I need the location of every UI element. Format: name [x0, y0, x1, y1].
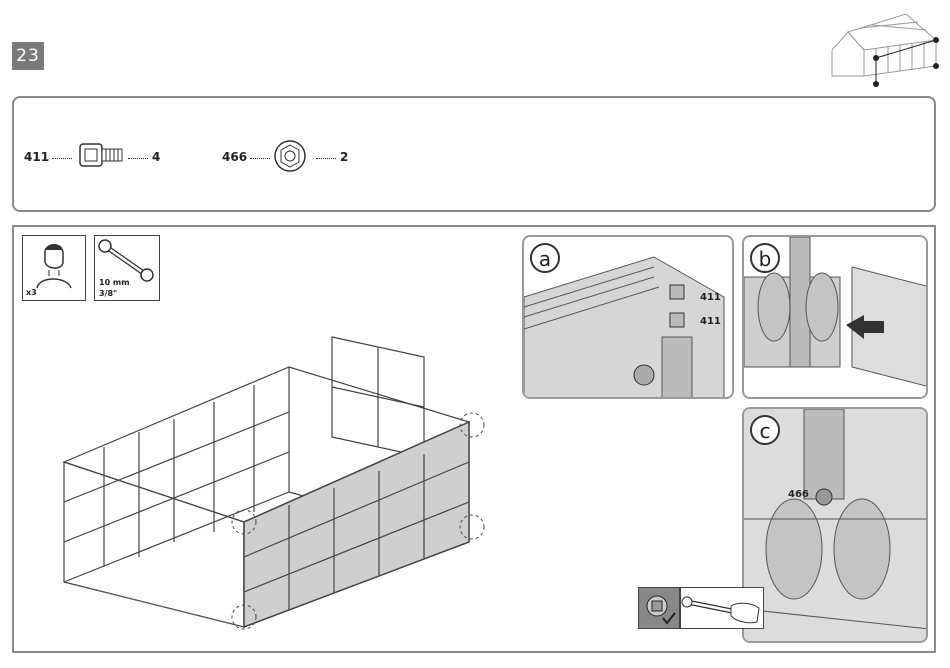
part-callout: 466	[788, 489, 809, 500]
part-quantity: 2	[340, 150, 348, 164]
tighten-nut-icon	[638, 587, 680, 629]
assembly-panel: x3 10 mm 3/8"	[12, 225, 936, 653]
flange-nut-icon	[274, 138, 310, 174]
detail-label: c	[750, 415, 780, 445]
greenhouse-frame-illustration	[44, 327, 514, 647]
parts-list-panel: 411 4 466 2	[12, 96, 936, 212]
part-callout: 411	[700, 316, 721, 327]
wrench-size-inch: 3/8"	[99, 289, 117, 298]
step-number: 23	[12, 42, 44, 70]
part-quantity: 4	[152, 150, 160, 164]
wrench-hand-icon	[680, 587, 764, 629]
wrench-icon	[95, 236, 159, 282]
detail-c-panel: c 466	[742, 407, 928, 643]
wrench-tool-box: 10 mm 3/8"	[94, 235, 160, 301]
greenhouse-thumbnail-icon	[826, 10, 946, 90]
persons-tool-box: x3	[22, 235, 86, 301]
part-callout: 411	[700, 292, 721, 303]
detail-a-panel: a 411 411	[522, 235, 734, 399]
detail-c-illustration	[744, 409, 928, 643]
detail-label: b	[750, 243, 780, 273]
part-code: 411	[24, 150, 49, 164]
detail-b-panel: b	[742, 235, 928, 399]
persons-count: x3	[26, 288, 37, 297]
square-bolt-icon	[78, 140, 128, 172]
detail-label: a	[530, 243, 560, 273]
wrench-size-mm: 10 mm	[99, 278, 130, 287]
part-code: 466	[222, 150, 247, 164]
